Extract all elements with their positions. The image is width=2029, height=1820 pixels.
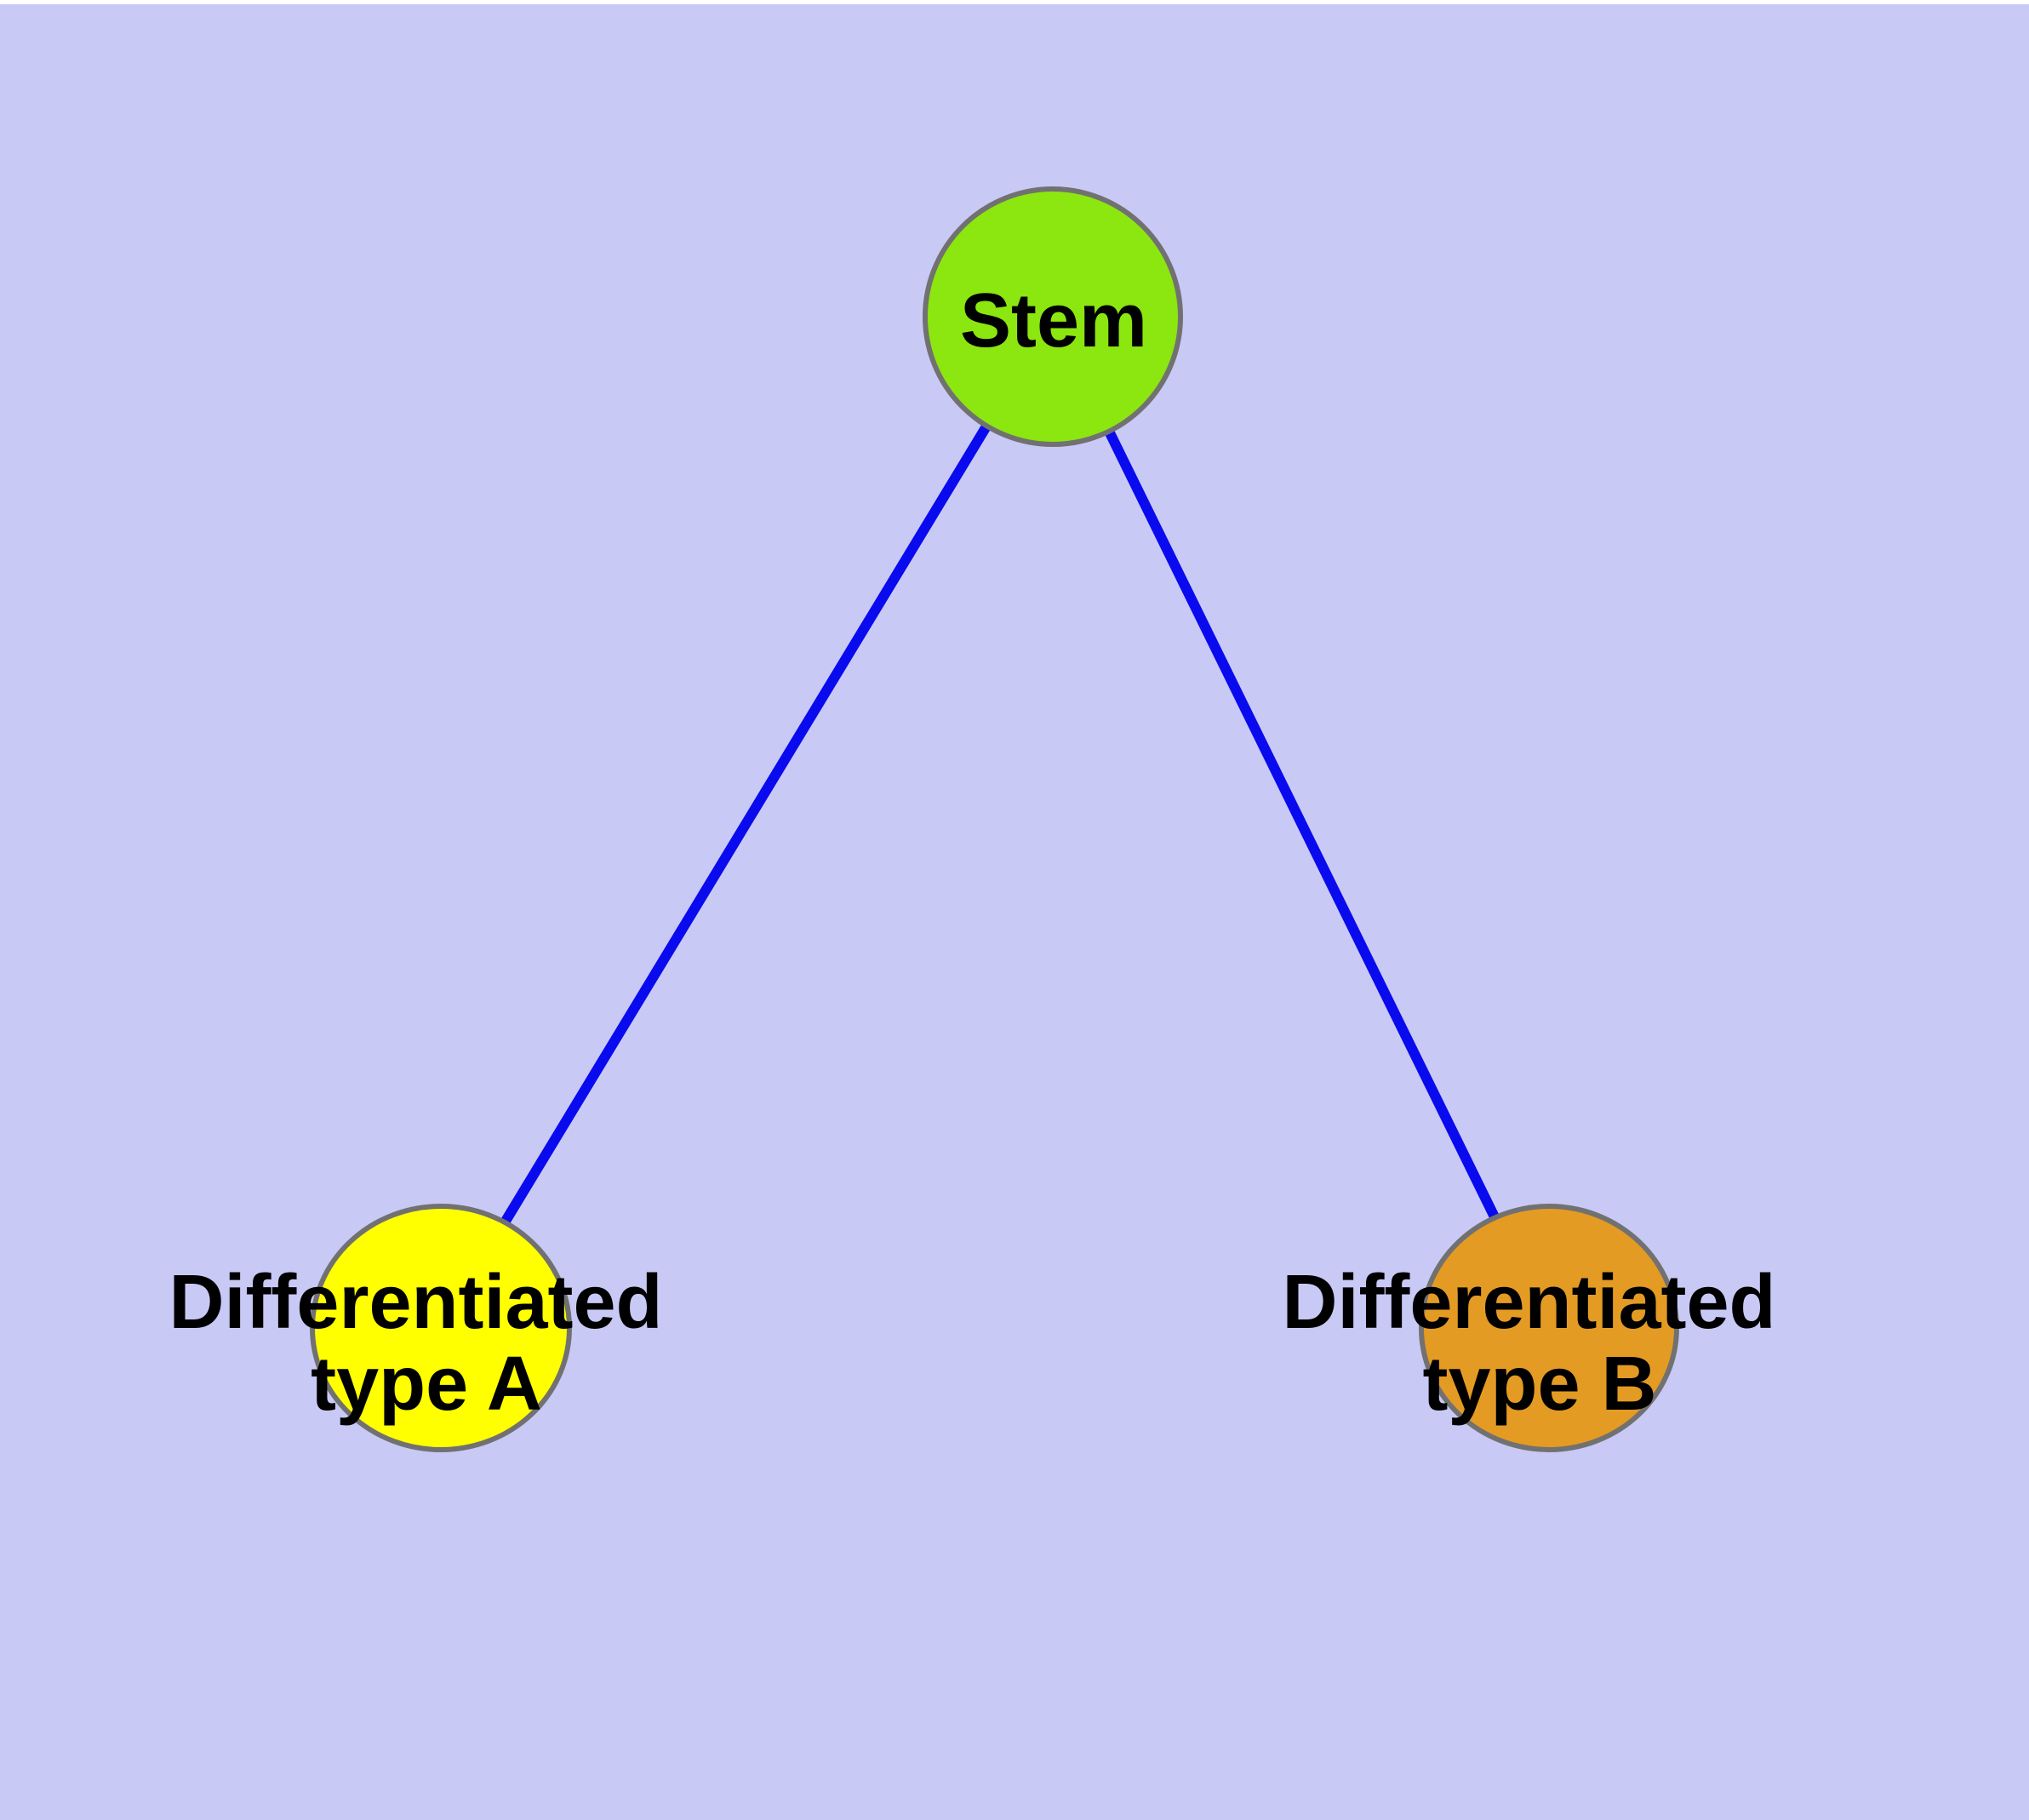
type-b-label-line-1: Differentiated <box>1282 1260 1775 1345</box>
edge-stem-to-type-b <box>1048 314 1554 1331</box>
differentiated-type-a-node[interactable] <box>310 1204 572 1452</box>
edge-stem-to-type-a <box>436 313 1058 1331</box>
type-b-node-label: Differentiated type B <box>1282 1260 1797 1427</box>
top-edge-strip <box>0 0 2029 4</box>
type-a-node-label: Differentiated type A <box>169 1260 683 1427</box>
type-a-label-line-2: type A <box>311 1342 542 1427</box>
differentiated-type-b-node[interactable] <box>1419 1204 1679 1452</box>
stem-node[interactable] <box>923 186 1183 447</box>
type-b-label-line-2: type B <box>1422 1342 1656 1427</box>
stem-node-label: Stem <box>960 278 1147 363</box>
type-a-label-line-1: Differentiated <box>169 1260 662 1345</box>
